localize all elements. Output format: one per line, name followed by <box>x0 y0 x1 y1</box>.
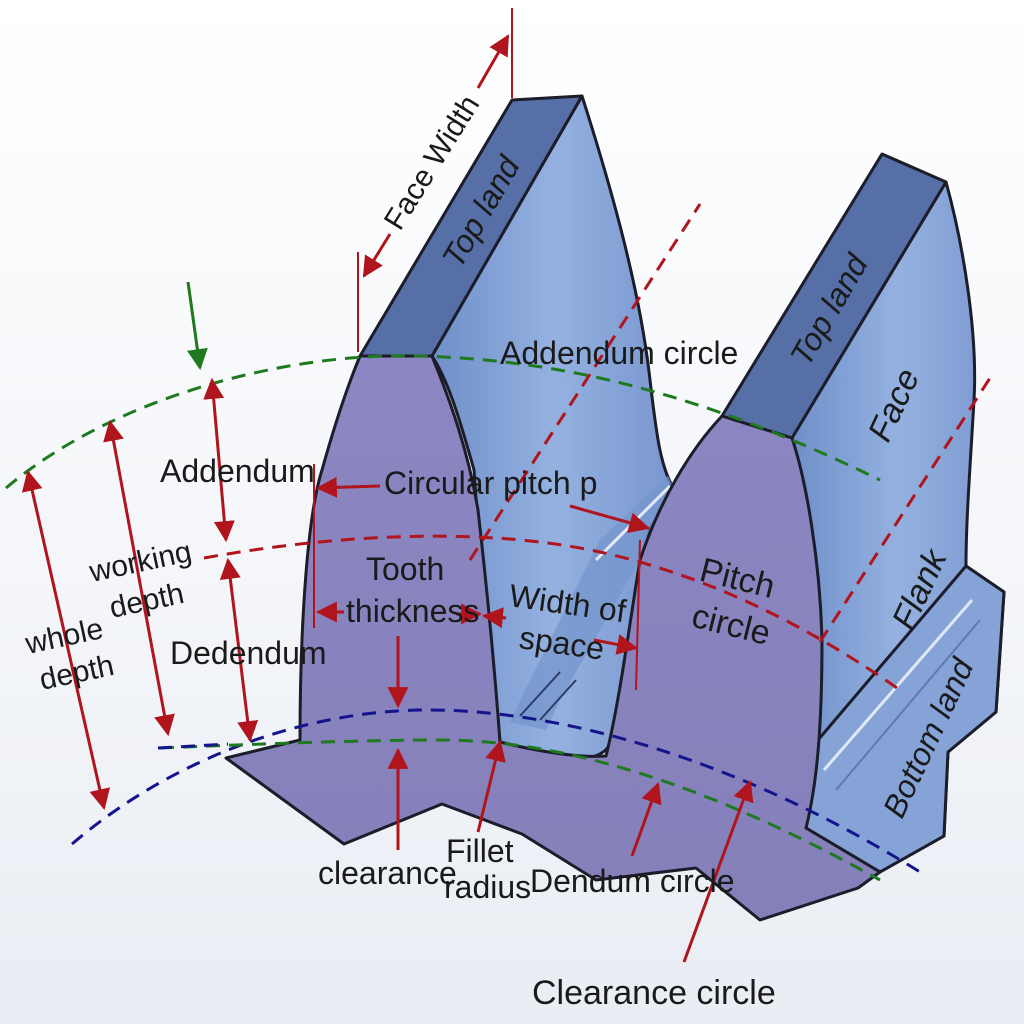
face-width-arrow-top <box>476 34 510 89</box>
circular-pitch-arrow-right <box>569 504 651 533</box>
dedendum-label: Dedendum <box>170 635 327 671</box>
fillet-radius-label-2: radius <box>444 869 531 905</box>
addendum-top-arrow <box>186 281 208 371</box>
pitch-line-right-side <box>818 377 992 643</box>
pitch-extension-right <box>635 539 641 691</box>
working-depth-dimension <box>103 419 175 737</box>
clearance-circle-label: Clearance circle <box>532 974 776 1012</box>
pitch-circle-arc <box>203 534 901 692</box>
gap-line-2 <box>539 679 577 721</box>
dendum-circle-arrow <box>630 782 662 857</box>
left-dash-extension <box>157 742 229 750</box>
pitch-line-left-side <box>468 203 702 561</box>
clearance-label: clearance <box>318 855 457 891</box>
dedendum-dimension <box>219 557 259 743</box>
gap-line-1 <box>519 671 561 717</box>
bottom-land-highlight <box>822 599 974 771</box>
fillet-radius-label-1: Fillet <box>446 833 514 869</box>
addendum-circle-arc <box>5 354 881 490</box>
dedendum-circle-arc <box>159 738 881 882</box>
bottom-land-edge <box>835 619 981 791</box>
addendum-circle-label: Addendum circle <box>500 335 738 371</box>
fillet-radius-arrow <box>476 739 506 833</box>
addendum-label: Addendum <box>160 453 315 489</box>
circular-pitch-arrow-left <box>315 476 381 498</box>
addendum-dimension <box>203 377 235 543</box>
circular-pitch-label: Circular pitch p <box>384 465 597 501</box>
tooth-thickness-label-2: thickness <box>346 593 479 629</box>
working-depth-label-2: depth <box>107 577 187 625</box>
width-of-space-arrow-left <box>481 607 507 629</box>
clearance-circle-arc <box>71 708 921 874</box>
clearance-circle-arrow <box>682 780 754 963</box>
width-of-space-arrow-right <box>593 634 639 655</box>
dendum-circle-label: Dendum circle <box>530 863 735 899</box>
gap-groove <box>510 476 676 730</box>
tooth-thickness-label-1: Tooth <box>366 551 444 587</box>
whole-depth-dimension <box>21 469 111 811</box>
face-width-arrow-bottom <box>362 233 392 278</box>
